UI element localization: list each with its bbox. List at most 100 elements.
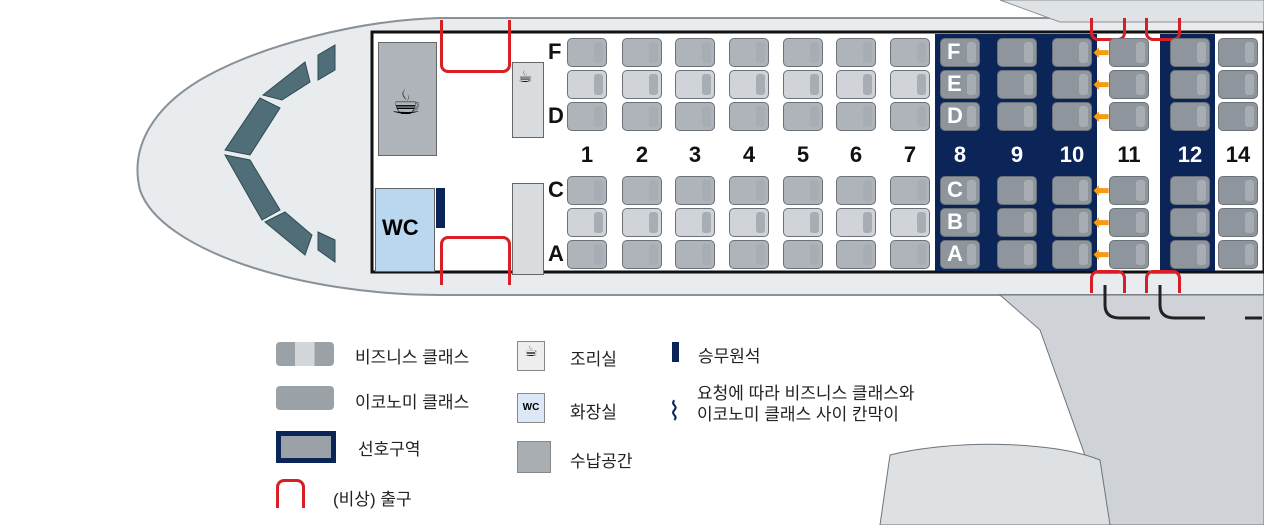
row-number: 10	[1059, 142, 1085, 167]
seat[interactable]	[1052, 176, 1092, 205]
seat[interactable]	[675, 176, 715, 205]
seat[interactable]	[622, 38, 662, 67]
seat[interactable]	[622, 176, 662, 205]
seat[interactable]	[783, 176, 823, 205]
seat[interactable]	[1052, 70, 1092, 99]
seat[interactable]	[567, 208, 607, 237]
seat[interactable]	[890, 208, 930, 237]
seat[interactable]	[1109, 102, 1149, 131]
seat[interactable]	[836, 70, 876, 99]
seat[interactable]	[940, 70, 980, 99]
galley-front: ☕	[378, 42, 437, 156]
seat[interactable]	[1052, 240, 1092, 269]
seat[interactable]	[1218, 176, 1258, 205]
seat[interactable]	[729, 240, 769, 269]
seat[interactable]	[1170, 70, 1210, 99]
row-number: 11	[1117, 142, 1141, 167]
seat[interactable]	[1052, 38, 1092, 67]
seat[interactable]	[675, 102, 715, 131]
seat[interactable]	[783, 102, 823, 131]
seat-letter: C	[548, 177, 564, 202]
legend-crew-seat: 승무원석	[698, 347, 761, 366]
seat[interactable]	[1109, 70, 1149, 99]
seat[interactable]	[836, 240, 876, 269]
row-number: 6	[849, 142, 863, 167]
row-number: 2	[635, 142, 649, 167]
seat-letter: C	[947, 177, 963, 202]
seat[interactable]	[622, 208, 662, 237]
seat[interactable]	[890, 176, 930, 205]
seat[interactable]	[1170, 102, 1210, 131]
seat[interactable]	[836, 208, 876, 237]
seat[interactable]	[567, 38, 607, 67]
seat[interactable]	[890, 38, 930, 67]
seat[interactable]	[729, 102, 769, 131]
seat[interactable]	[1109, 38, 1149, 67]
seat[interactable]	[675, 38, 715, 67]
seat[interactable]	[890, 240, 930, 269]
exit-row12-upper	[1145, 18, 1181, 41]
seat-letter: A	[947, 241, 963, 266]
seat[interactable]	[567, 240, 607, 269]
seat[interactable]	[675, 70, 715, 99]
seat[interactable]	[997, 176, 1037, 205]
seat[interactable]	[1218, 102, 1258, 131]
seat[interactable]	[783, 240, 823, 269]
exit-direction-arrow-icon: ⬅	[1093, 42, 1110, 64]
seat[interactable]	[890, 102, 930, 131]
seat[interactable]	[1218, 208, 1258, 237]
seat[interactable]	[1170, 240, 1210, 269]
seat[interactable]	[783, 208, 823, 237]
seat[interactable]	[997, 102, 1037, 131]
legend-exit: (비상) 출구	[333, 490, 412, 509]
seat[interactable]	[783, 38, 823, 67]
seat[interactable]	[836, 176, 876, 205]
seat[interactable]	[997, 208, 1037, 237]
seat[interactable]	[940, 38, 980, 67]
seat[interactable]	[836, 38, 876, 67]
seat[interactable]	[997, 38, 1037, 67]
seat[interactable]	[729, 70, 769, 99]
seat[interactable]	[940, 240, 980, 269]
seat[interactable]	[1052, 208, 1092, 237]
seat[interactable]	[1170, 176, 1210, 205]
seat[interactable]	[729, 208, 769, 237]
seat[interactable]	[1218, 70, 1258, 99]
exit-direction-arrow-icon: ⬅	[1093, 106, 1110, 128]
row-number: 1	[580, 142, 594, 167]
seat[interactable]	[1052, 102, 1092, 131]
exit-direction-arrow-icon: ⬅	[1093, 244, 1110, 266]
row-number: 9	[1010, 142, 1024, 167]
seat[interactable]	[1218, 240, 1258, 269]
seat-letter: F	[947, 39, 961, 64]
seat-letter: A	[548, 241, 564, 266]
seat[interactable]	[1109, 240, 1149, 269]
seat[interactable]	[622, 102, 662, 131]
seat[interactable]	[622, 70, 662, 99]
seat[interactable]	[1109, 176, 1149, 205]
seat[interactable]	[997, 70, 1037, 99]
seat[interactable]	[729, 176, 769, 205]
legend-business: 비즈니스 클래스	[355, 348, 470, 367]
seat[interactable]	[675, 208, 715, 237]
seat[interactable]	[567, 176, 607, 205]
seat[interactable]	[836, 102, 876, 131]
seat[interactable]	[567, 70, 607, 99]
seat[interactable]	[890, 70, 930, 99]
galley-mid: ☕	[512, 62, 544, 138]
seat[interactable]	[997, 240, 1037, 269]
seat[interactable]	[783, 70, 823, 99]
seat-letter: D	[548, 103, 564, 128]
seat[interactable]	[1109, 208, 1149, 237]
seat[interactable]	[729, 38, 769, 67]
seat[interactable]	[622, 240, 662, 269]
seat[interactable]	[940, 176, 980, 205]
seat[interactable]	[940, 208, 980, 237]
seat[interactable]	[567, 102, 607, 131]
seat[interactable]	[940, 102, 980, 131]
seat[interactable]	[675, 240, 715, 269]
seat[interactable]	[1218, 38, 1258, 67]
exit-direction-arrow-icon: ⬅	[1093, 212, 1110, 234]
seat[interactable]	[1170, 208, 1210, 237]
seat[interactable]	[1170, 38, 1210, 67]
